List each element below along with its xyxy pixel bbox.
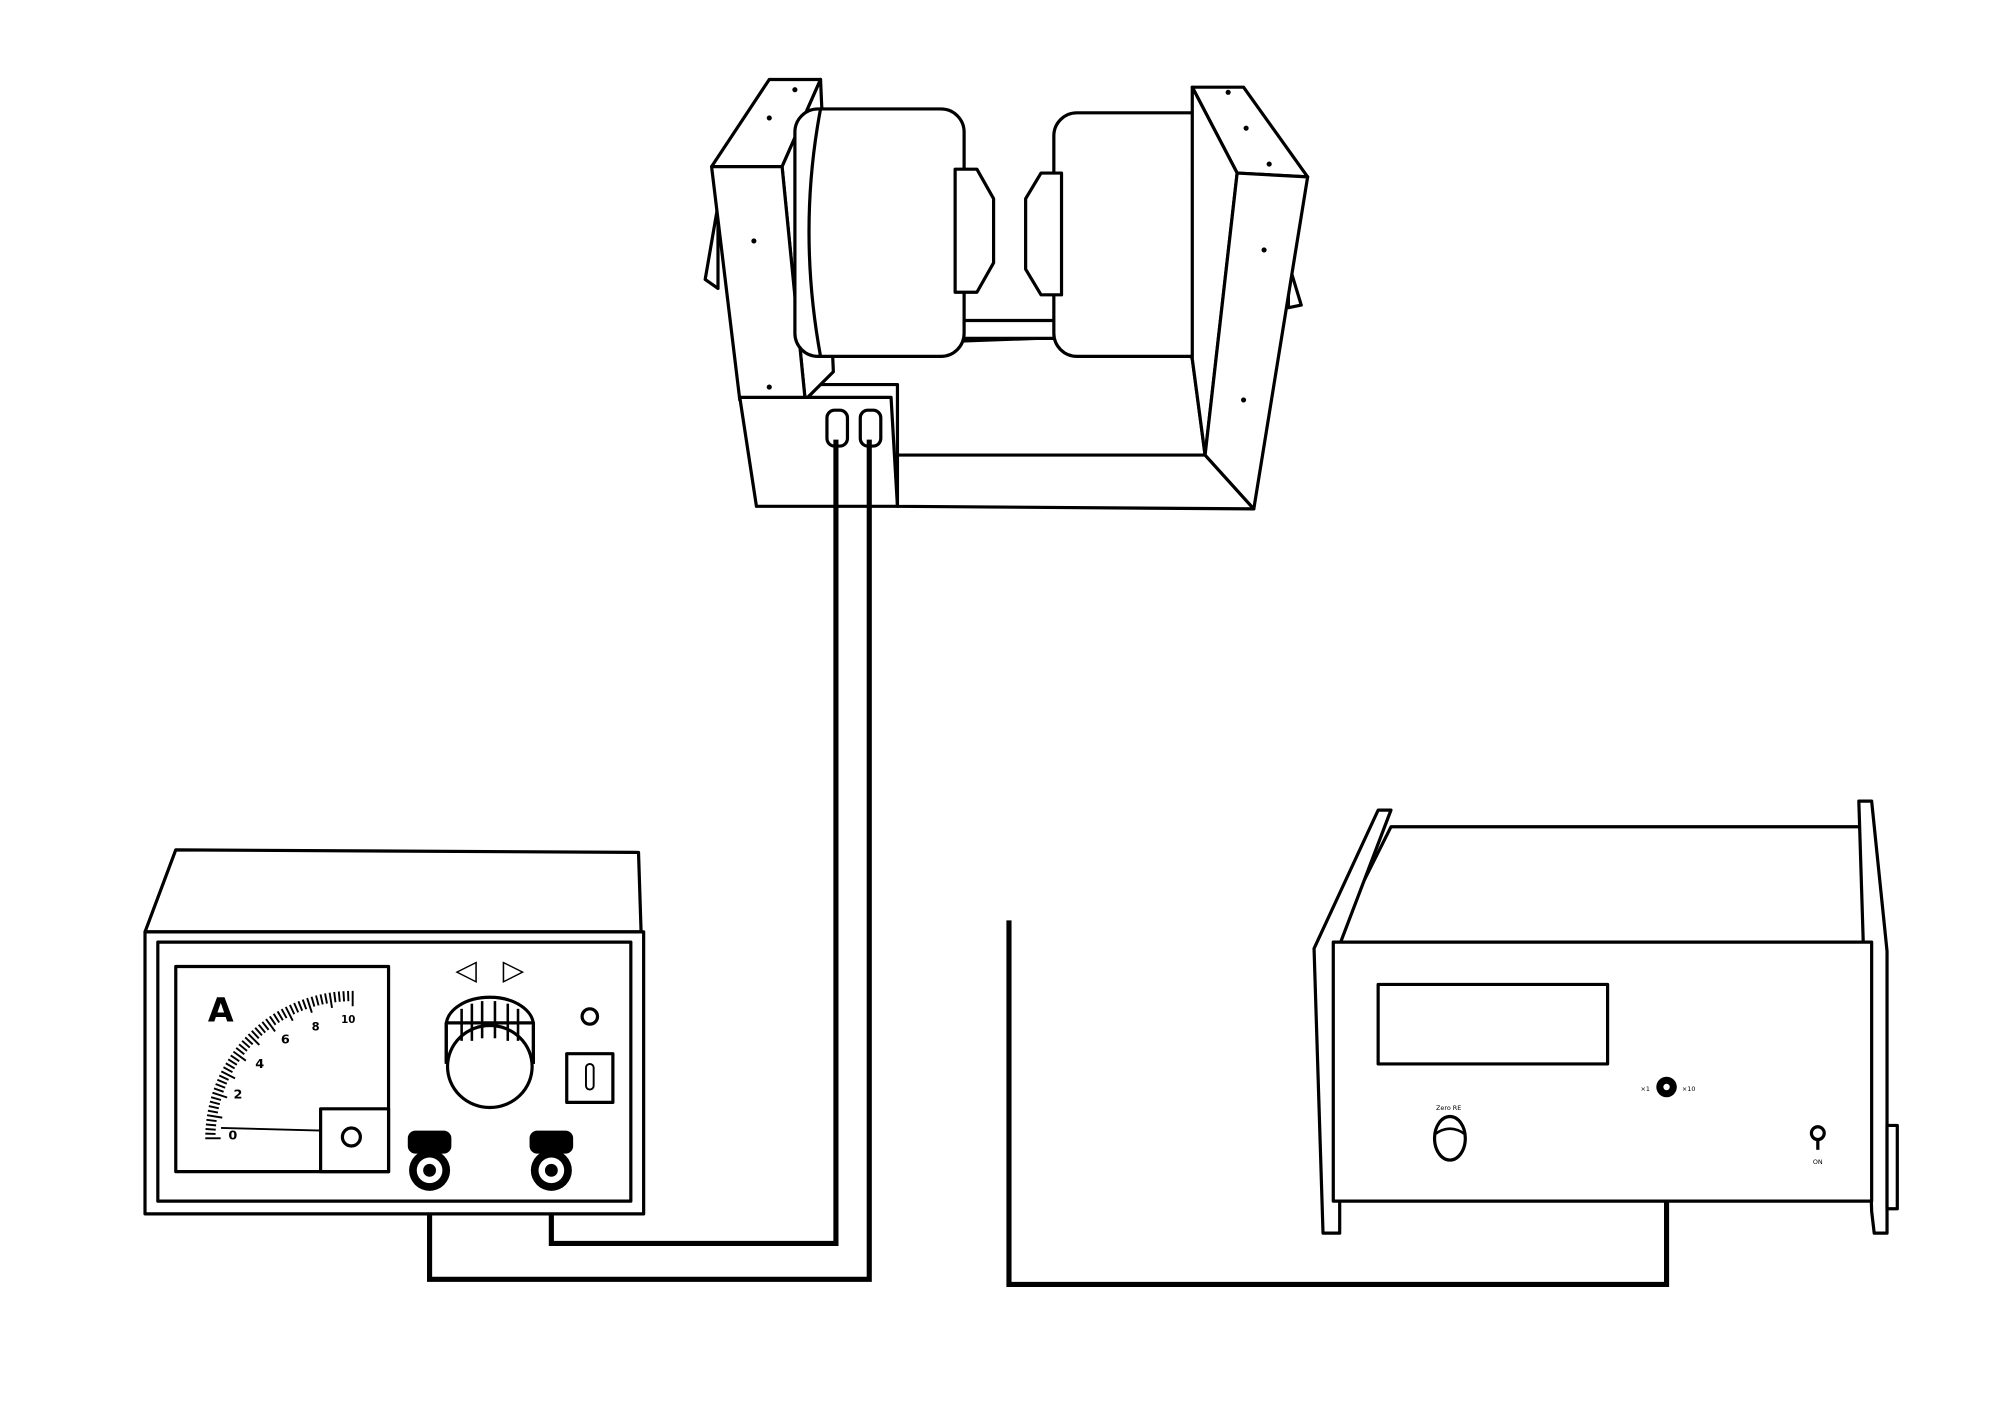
display-window [1376, 982, 1610, 1066]
zero-knob[interactable] [1432, 1114, 1467, 1162]
power-supply: A 0 2 4 6 8 10 ◁ ▷ [143, 848, 646, 1216]
ammeter-tick [276, 1010, 284, 1021]
ammeter-tick [213, 1087, 224, 1093]
ammeter-zero-adjust[interactable] [340, 1126, 362, 1148]
ammeter-needle [221, 1126, 321, 1132]
indicator-lamp [580, 1007, 600, 1026]
fuse-switch[interactable] [565, 1052, 615, 1104]
instrument-front [1331, 940, 1874, 1203]
ammeter-tick [337, 991, 341, 1002]
electromagnet [703, 77, 1310, 511]
ammeter-tick [225, 1062, 236, 1070]
scale-label-0: 0 [228, 1129, 237, 1144]
ammeter-tick [289, 1004, 296, 1015]
ammeter: A 0 2 4 6 8 10 [174, 964, 391, 1174]
current-knob[interactable] [444, 995, 536, 1110]
ammeter-tick [241, 1040, 251, 1049]
instrument-top [1331, 825, 1887, 944]
ammeter-tick [342, 991, 346, 1002]
ammeter-tick [230, 1054, 240, 1062]
zero-label: Zero RE [1436, 1104, 1461, 1112]
air-gap-rail [947, 318, 1066, 341]
ammeter-tick [315, 995, 320, 1006]
ammeter-tick [223, 1066, 233, 1074]
ammeter-tick [247, 1033, 260, 1046]
wire-supply-to-magnet-2 [427, 439, 872, 1282]
ammeter-tick [216, 1078, 228, 1085]
ammeter-tick [328, 992, 333, 1009]
left-pole-piece [953, 167, 996, 294]
thermometer-icon [585, 1062, 595, 1091]
scale-label-6: 6 [281, 1032, 290, 1047]
ammeter-tick [215, 1083, 226, 1089]
ammeter-tick [293, 1002, 300, 1013]
ammeter-tick [254, 1027, 263, 1037]
ammeter-tick [206, 1114, 223, 1119]
ammeter-tick [207, 1109, 219, 1114]
range-left-label: ×1 [1640, 1085, 1649, 1093]
right-pole-piece [1024, 171, 1064, 297]
ammeter-tick [297, 1000, 304, 1012]
scale-label-4: 4 [255, 1057, 264, 1072]
ammeter-tick [212, 1091, 228, 1099]
ammeter-tick [227, 1058, 238, 1066]
ammeter-tick [284, 1006, 294, 1022]
ammeter-tick [301, 999, 308, 1010]
ammeter-tick [232, 1050, 247, 1062]
screw-dots [751, 87, 1272, 403]
ammeter-tick [238, 1043, 248, 1052]
power-supply-top [143, 848, 643, 934]
scale-label-10: 10 [341, 1014, 355, 1026]
power-switch[interactable] [1809, 1125, 1826, 1150]
ammeter-tick [257, 1024, 266, 1034]
ammeter-tick [209, 1100, 221, 1106]
right-pillar-front [1203, 171, 1310, 511]
ammeter-tick [272, 1013, 280, 1023]
ammeter-tick [251, 1030, 260, 1039]
ammeter-tick [261, 1021, 270, 1031]
output-terminal-1[interactable] [407, 1130, 452, 1191]
ammeter-tick [310, 996, 316, 1007]
range-right-label: ×10 [1682, 1085, 1696, 1093]
left-bracket [703, 203, 720, 291]
scale-label-8: 8 [312, 1020, 320, 1034]
ammeter-tick [220, 1070, 236, 1080]
ammeter-tick [208, 1105, 220, 1110]
ammeter-tick [206, 1118, 217, 1123]
ammeter-tick [306, 997, 313, 1014]
ammeter-tick [269, 1015, 277, 1026]
measuring-instrument: Zero RE ×1 ×10 ON [1312, 799, 1899, 1235]
base-side [895, 453, 1256, 511]
ammeter-tick [280, 1008, 288, 1019]
left-coil-edge [807, 108, 823, 357]
ammeter-tick [210, 1096, 222, 1101]
ammeter-tick [265, 1018, 276, 1033]
output-terminal-2[interactable] [529, 1130, 574, 1191]
ammeter-tick [205, 1123, 217, 1127]
probe-input-socket[interactable] [1656, 1076, 1677, 1098]
ammeter-unit: A [208, 991, 234, 1030]
ammeter-tick [218, 1074, 229, 1081]
instrument-foot [1885, 1123, 1899, 1211]
ammeter-tick [244, 1036, 254, 1046]
ammeter-tick [324, 993, 328, 1004]
power-label: ON [1813, 1158, 1823, 1166]
ammeter-tick [319, 994, 324, 1005]
arrow-decrease-icon: ◁ [455, 953, 477, 986]
ammeter-tick [205, 1128, 216, 1131]
ammeter-tick [235, 1047, 245, 1055]
ammeter-scale-ticks [205, 990, 354, 1140]
scale-label-2: 2 [233, 1088, 242, 1103]
arrow-increase-icon: ▷ [503, 953, 525, 986]
ammeter-tick [333, 991, 337, 1003]
